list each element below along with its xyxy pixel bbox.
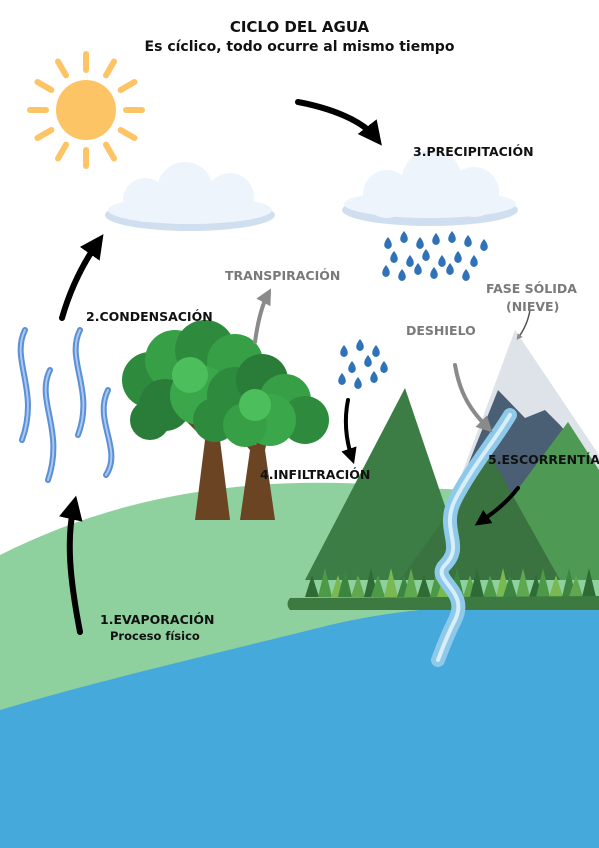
arrow-infiltration: [341, 398, 357, 465]
label-infiltracion: 4.INFILTRACIÓN: [260, 467, 371, 482]
forest-tree: [338, 568, 352, 597]
arrow-condensation: [59, 234, 104, 321]
tree-leaf-cluster: [172, 357, 208, 393]
rain-drop: [448, 231, 456, 243]
rain-drop: [422, 249, 430, 261]
rain-drop: [372, 345, 380, 357]
rain-drops-precipitation: [382, 231, 488, 281]
sun-ray: [117, 79, 138, 93]
cloud-left: [105, 162, 275, 231]
rain-drop: [340, 345, 348, 357]
forest-tree: [470, 568, 484, 597]
sun: [27, 51, 145, 169]
rain-drop: [432, 233, 440, 245]
rain-drop: [338, 373, 346, 385]
forest-tree: [516, 568, 530, 597]
label-evaporacion: 1.EVAPORACIÓN: [100, 612, 215, 627]
rain-drop: [384, 237, 392, 249]
forest-tree: [371, 575, 385, 597]
label-deshielo: DESHIELO: [406, 323, 476, 338]
label-precipitacion: 3.PRECIPITACIÓN: [413, 144, 534, 159]
river-highlight: [436, 413, 512, 662]
arrow-evaporation: [59, 495, 83, 635]
tree-leaf-cluster: [239, 389, 271, 421]
forest-tree: [569, 575, 583, 597]
rain-drop: [382, 265, 390, 277]
rain-drops-infiltration: [338, 339, 388, 389]
trees: [122, 320, 329, 520]
forest-tree: [318, 568, 332, 597]
rain-drop: [462, 269, 470, 281]
rain-drop: [480, 239, 488, 251]
rain-drop: [370, 371, 378, 383]
arrow-escorrentia: [474, 486, 520, 526]
arrow-transpiration: [253, 288, 272, 344]
label-condensacion: 2.CONDENSACIÓN: [86, 309, 213, 324]
forest-tree: [483, 575, 497, 597]
forest-tree: [384, 568, 398, 597]
forest-tree: [404, 568, 418, 597]
lake: [0, 603, 599, 848]
arrows: [59, 99, 531, 635]
label-fase-solida: FASE SÓLIDA: [486, 281, 577, 296]
rain-drop: [446, 263, 454, 275]
arrow-snow: [516, 309, 531, 340]
sun-ray: [55, 58, 69, 79]
forest-tree: [503, 575, 517, 597]
rain-drop: [406, 255, 414, 267]
forest-tree: [549, 575, 563, 597]
arrow-precipitation: [295, 99, 382, 146]
tree-leaf-cluster: [130, 400, 170, 440]
forest-tree: [351, 575, 365, 597]
sun-disc: [56, 80, 116, 140]
forest-tree: [536, 568, 550, 597]
rain-drop: [356, 339, 364, 351]
left-mountain: [305, 388, 470, 580]
label-escorrentia: 5.ESCORRENTÍA: [488, 452, 599, 467]
rain-drop: [430, 267, 438, 279]
rain-drop: [464, 235, 472, 247]
cloud-right: [342, 150, 518, 226]
sun-ray: [103, 141, 117, 162]
rain-drop: [348, 361, 356, 373]
forest-tree: [582, 568, 596, 597]
mountains: [305, 330, 599, 580]
forest-tree: [305, 575, 319, 597]
diagram-subtitle: Es cíclico, todo ocurre al mismo tiempo: [144, 39, 455, 55]
label-transpiracion: TRANSPIRACIÓN: [225, 268, 341, 283]
forest-tree: [417, 575, 431, 597]
rain-drop: [398, 269, 406, 281]
rain-drop: [416, 237, 424, 249]
label-fase-solida-sub: (NIEVE): [506, 299, 560, 314]
rain-drop: [454, 251, 462, 263]
arrow-deshielo: [453, 363, 493, 433]
sun-ray: [34, 79, 55, 93]
tree-canopy: [122, 320, 329, 447]
rain-drop: [354, 377, 362, 389]
sun-ray: [34, 127, 55, 141]
label-evaporacion-sub: Proceso físico: [110, 629, 200, 643]
sun-ray: [103, 58, 117, 79]
rain-drop: [364, 355, 372, 367]
sun-ray: [117, 127, 138, 141]
shore-strip: [287, 596, 599, 610]
sun-ray: [55, 141, 69, 162]
diagram-title: CICLO DEL AGUA: [229, 18, 370, 36]
rain-drop: [470, 255, 478, 267]
forest: [305, 568, 596, 597]
rain-drop: [380, 361, 388, 373]
rain-drop: [438, 255, 446, 267]
rain-drop: [390, 251, 398, 263]
evaporation-waves: [17, 327, 115, 483]
rain-drop: [400, 231, 408, 243]
sun-rays: [27, 51, 145, 169]
rain-drop: [414, 263, 422, 275]
